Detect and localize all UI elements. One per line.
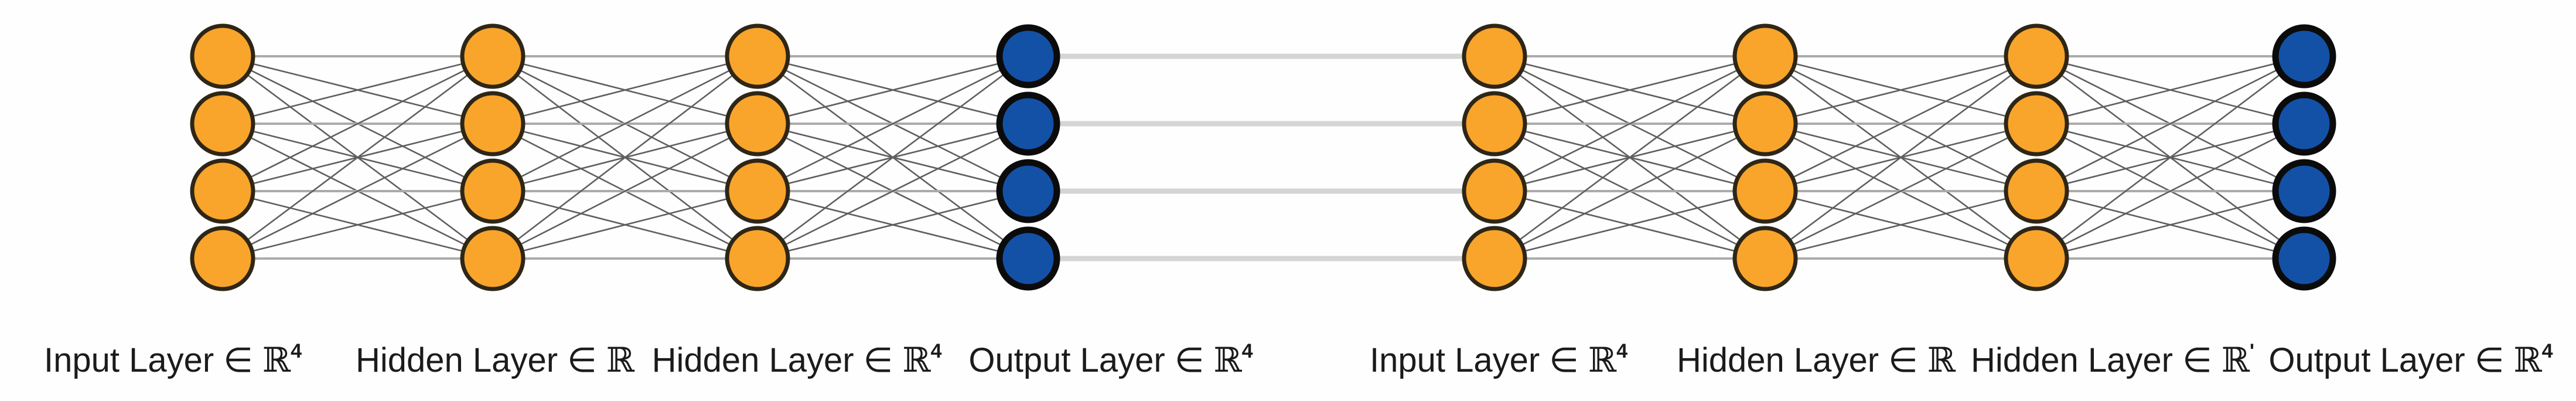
hidden-node: [2004, 226, 2069, 291]
layer-label-text: Input Layer ∈: [1370, 341, 1588, 379]
edge-line: [222, 123, 493, 260]
input-node: [190, 226, 255, 291]
superscript: 4: [1242, 340, 1253, 362]
edge-line: [222, 55, 493, 125]
edge-line: [1494, 123, 1766, 260]
hidden-node: [725, 23, 790, 89]
layer-label-text: Output Layer ∈: [968, 341, 1213, 379]
hidden-node: [460, 158, 526, 224]
hidden-node: [1732, 226, 1798, 291]
input-node: [190, 158, 255, 224]
edge-line: [757, 55, 1029, 260]
hidden-node: [1732, 158, 1798, 224]
edge-line: [1765, 55, 2037, 125]
edge-line: [1765, 190, 2037, 260]
layer-label-text: Input Layer ∈: [44, 341, 262, 379]
layer-label-net1-hidden1: Hidden Layer ∈ ℝ: [356, 340, 635, 380]
layer-label-net2-hidden1: Hidden Layer ∈ ℝ: [1677, 340, 1956, 380]
layer-label-net1-output: Output Layer ∈ ℝ4: [968, 340, 1253, 380]
layer-label-text: Output Layer ∈: [2268, 341, 2513, 379]
hidden-node: [1732, 23, 1798, 89]
edge-line: [1494, 55, 1766, 125]
input-node: [190, 91, 255, 157]
layer-label-net2-hidden2: Hidden Layer ∈ ℝ': [1971, 340, 2254, 380]
superscript: 4: [1616, 340, 1628, 362]
layer-labels-group: Input Layer ∈ ℝ4 Hidden Layer ∈ ℝ Hidden…: [44, 340, 2553, 380]
edge-line: [2036, 55, 2305, 192]
output-node: [996, 91, 1060, 156]
hidden-node: [725, 158, 790, 224]
edge-line: [2036, 123, 2305, 260]
real-set-symbol: ℝ: [1213, 340, 1242, 380]
hidden-node: [2004, 23, 2069, 89]
edge-line: [1494, 55, 1766, 192]
edge-line: [492, 55, 758, 260]
hidden-node: [725, 91, 790, 157]
real-set-symbol: ℝ: [606, 340, 635, 380]
edge-line: [1765, 55, 2037, 192]
edge-line: [757, 55, 1029, 125]
hidden-node: [460, 226, 526, 291]
hidden-node: [460, 23, 526, 89]
edge-line: [1765, 123, 2037, 260]
edge-line: [492, 55, 758, 125]
real-set-symbol: ℝ: [2222, 340, 2250, 380]
edge-line: [492, 55, 758, 192]
real-set-symbol: ℝ: [262, 340, 291, 380]
edge-line: [492, 123, 758, 260]
input-node: [1462, 158, 1527, 224]
input-node: [190, 23, 255, 89]
layer-label-text: Hidden Layer ∈: [652, 341, 903, 379]
bridge-lines-group: [1028, 53, 1495, 261]
output-node: [996, 24, 1060, 89]
edge-line: [757, 123, 1029, 260]
hidden-node: [2004, 158, 2069, 224]
output-node: [996, 226, 1060, 291]
node-circles-group: [190, 23, 2336, 291]
edge-line: [757, 55, 1029, 192]
output-node: [2272, 226, 2336, 291]
hidden-node: [1732, 91, 1798, 157]
output-node: [2272, 159, 2336, 223]
real-set-symbol: ℝ: [902, 340, 931, 380]
edge-line: [2036, 55, 2305, 260]
layer-label-net1-hidden2: Hidden Layer ∈ ℝ4: [652, 340, 942, 380]
edge-line: [492, 190, 758, 260]
input-node: [1462, 23, 1527, 89]
layer-label-text: Hidden Layer ∈: [1677, 341, 1927, 379]
output-node: [996, 159, 1060, 223]
layer-label-text: Hidden Layer ∈: [356, 341, 606, 379]
superscript: 4: [291, 340, 302, 362]
superscript: 4: [931, 340, 942, 362]
edge-line: [757, 190, 1029, 260]
edge-line: [1494, 190, 1766, 260]
hidden-node: [460, 91, 526, 157]
input-node: [1462, 91, 1527, 157]
hidden-node: [2004, 91, 2069, 157]
edge-line: [222, 55, 493, 260]
hidden-node: [725, 226, 790, 291]
edge-lines-group: [222, 55, 2305, 260]
superscript: ': [2250, 340, 2254, 362]
input-node: [1462, 226, 1527, 291]
real-set-symbol: ℝ: [2513, 340, 2542, 380]
layer-label-net1-input: Input Layer ∈ ℝ4: [44, 340, 302, 380]
edge-line: [1494, 55, 1766, 260]
layer-label-net2-input: Input Layer ∈ ℝ4: [1370, 340, 1628, 380]
output-node: [2272, 91, 2336, 156]
real-set-symbol: ℝ: [1927, 340, 1956, 380]
edge-line: [222, 190, 493, 260]
edge-line: [2036, 55, 2305, 125]
real-set-symbol: ℝ: [1588, 340, 1617, 380]
superscript: 4: [2542, 340, 2553, 362]
layer-label-text: Hidden Layer ∈: [1971, 341, 2222, 379]
edge-line: [222, 55, 493, 192]
output-node: [2272, 24, 2336, 89]
edge-line: [1765, 55, 2037, 260]
edge-line: [2036, 190, 2305, 260]
layer-label-net2-output: Output Layer ∈ ℝ4: [2268, 340, 2553, 380]
